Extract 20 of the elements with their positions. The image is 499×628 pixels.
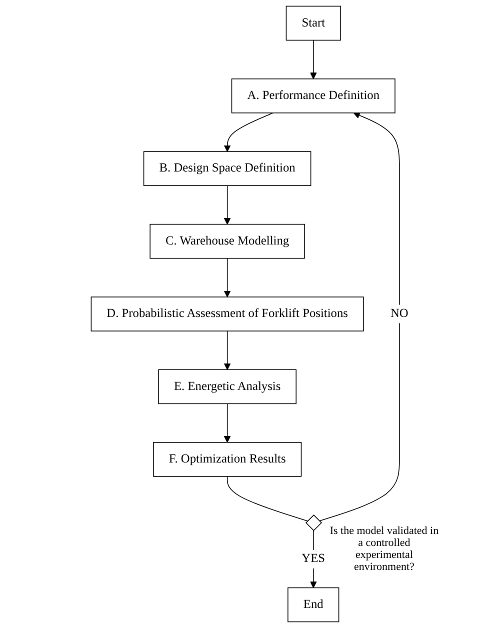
arrow [318,112,400,522]
arrow [224,258,230,298]
edge-label: NO [390,307,408,320]
arrow [224,403,230,443]
node-box: C. Warehouse Modelling [149,224,305,259]
node-box: B. Design Space Definition [143,151,311,186]
arrow [224,112,274,152]
arrow [310,40,316,80]
node-diamond [305,514,322,532]
node-box: End [287,587,339,622]
arrow [224,185,230,225]
node-box: F. Optimization Results [152,442,302,477]
node-box: D. Probabilistic Assessment of Forklift Positions [90,296,364,332]
edge-label: YES [301,552,325,566]
node-box: Start [286,6,341,41]
connector [226,476,308,522]
node-box: A. Performance Definition [231,78,396,114]
arrow [224,330,230,370]
node-box: E. Energetic Analysis [158,369,296,404]
note-text: Is the model validated in a controlled experimental environment? [329,524,440,573]
